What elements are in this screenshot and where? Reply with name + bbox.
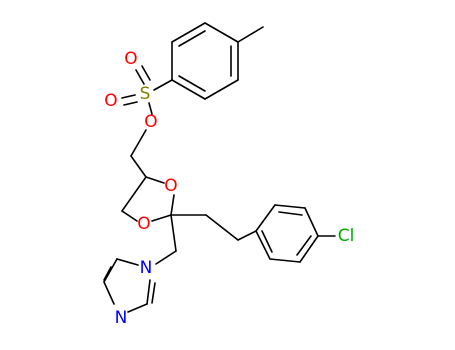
- ring-sulfur-bond: [153, 79, 173, 91]
- chlorophenyl-ring: [255, 204, 319, 263]
- sulfur-oxygen-ester-bond: [148, 102, 153, 115]
- methylene-imidazole-bond: [155, 250, 177, 265]
- tolyl-ring: [171, 22, 239, 100]
- atom-oxygen-ester: O: [144, 112, 157, 132]
- ketal-methylene-bond: [170, 214, 177, 252]
- atom-labels: S O O O O O Cl N N: [104, 49, 354, 328]
- dioxolane-ring: [121, 176, 175, 222]
- sulfonyl-double-bonds: [121, 65, 151, 106]
- methylene-ring-bond: [130, 155, 147, 178]
- ester-oxygen-methylene-bond: [130, 129, 147, 157]
- atom-oxygen-sulfonyl-top: O: [124, 49, 137, 69]
- atom-chlorine: Cl: [338, 226, 355, 246]
- methyl-bond: [237, 26, 264, 43]
- atom-oxygen-ring-upper: O: [164, 176, 177, 196]
- atom-sulfur: S: [140, 84, 151, 104]
- ethyl-bond: [205, 214, 239, 241]
- atom-oxygen-ring-lower: O: [137, 214, 150, 234]
- ethyl-ring-bond: [237, 230, 257, 241]
- atom-nitrogen-n1: N: [140, 258, 153, 278]
- atom-oxygen-sulfonyl-left: O: [104, 91, 117, 111]
- atom-nitrogen-n3: N: [115, 308, 128, 328]
- imidazole-ring: [103, 258, 156, 313]
